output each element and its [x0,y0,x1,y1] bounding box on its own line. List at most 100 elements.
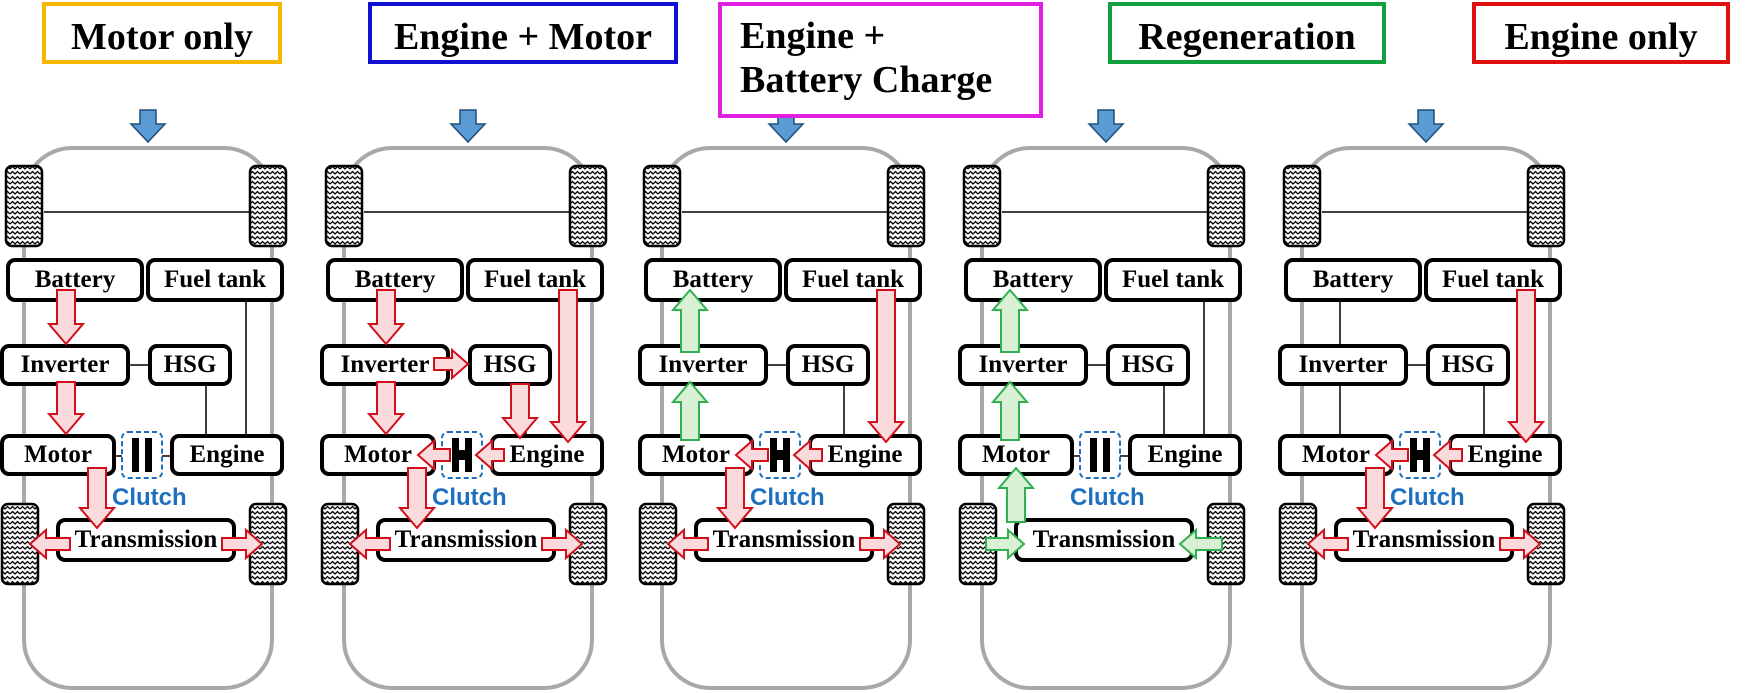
panel-engine-battery-charge [638,109,926,690]
tire-tread-icon-front-left [1282,164,1322,248]
inverter-label: Inverter [340,351,430,378]
battery-label: Battery [354,266,436,293]
motor-label: Motor [23,441,93,468]
flow-arrow-motor-to-inverter [990,380,1030,441]
flow-arrow-engine-to-clutch [792,438,823,472]
tire-tread-icon-front-left [642,164,682,248]
down-arrow-icon [449,109,487,144]
motor-label: Motor [343,441,413,468]
clutch-plates-icon [1074,431,1128,479]
engine-box: Engine [1128,434,1242,476]
inverter-label: Inverter [20,351,110,378]
battery-box: Battery [644,258,782,302]
motor-label: Motor [981,441,1051,468]
flow-arrow-left-wheel-to-transmission [985,527,1026,561]
hsg-box: HSG [786,344,870,386]
hsg-label: HSG [801,351,855,378]
flow-arrow-inverter-to-motor [46,381,86,436]
inverter-label: Inverter [1298,351,1388,378]
inverter-box: Inverter [320,344,450,386]
flow-arrow-fuel-to-engine [1506,289,1546,444]
inverter-box: Inverter [638,344,768,386]
fuel-tank-box: Fuel tank [1424,258,1562,302]
fuel-tank-label: Fuel tank [1441,266,1545,293]
mode-title-regeneration: Regeneration [1108,2,1386,64]
flow-arrow-transmission-to-right-wheel [1499,527,1542,561]
battery-label: Battery [34,266,116,293]
motor-label: Motor [1301,441,1371,468]
panel-motor-only [0,109,288,690]
clutch-label: Clutch [432,484,507,511]
battery-box: Battery [6,258,144,302]
down-arrow-icon [1407,109,1445,144]
mode-title-engine-only: Engine only [1472,2,1730,64]
fuel-tank-label: Fuel tank [163,266,267,293]
battery-label: Battery [672,266,754,293]
battery-label: Battery [992,266,1074,293]
fuel-tank-box: Fuel tank [784,258,922,302]
hsg-label: HSG [1121,351,1175,378]
engine-label: Engine [1467,441,1543,468]
fuel-tank-label: Fuel tank [1121,266,1225,293]
flow-arrow-motor-to-transmission [397,467,437,530]
fuel-tank-box: Fuel tank [466,258,604,302]
battery-box: Battery [1284,258,1422,302]
fuel-tank-label: Fuel tank [801,266,905,293]
flow-arrow-battery-to-inverter [46,289,86,346]
battery-label: Battery [1312,266,1394,293]
clutch-label: Clutch [750,484,825,511]
fuel-tank-box: Fuel tank [146,258,284,302]
engine-label: Engine [189,441,265,468]
transmission-box: Transmission [1334,518,1514,562]
flow-arrow-motor-to-transmission [1355,467,1395,530]
engine-label: Engine [509,441,585,468]
flow-arrow-transmission-to-right-wheel [221,527,264,561]
mode-title-motor-only: Motor only [42,2,282,64]
flow-arrow-clutch-to-motor [416,438,451,472]
mode-title-engine-motor: Engine + Motor [368,2,678,64]
transmission-label: Transmission [1032,526,1176,553]
flow-arrow-transmission-to-right-wheel [541,527,584,561]
panel-regeneration [958,109,1246,690]
flow-arrow-fuel-to-engine [866,289,906,444]
flow-arrow-clutch-to-motor [734,438,769,472]
car-body-outline [342,146,594,690]
flow-arrow-transmission-to-motor [996,466,1036,523]
tire-tread-icon-front-right [248,164,288,248]
flow-arrow-hsg-to-engine [500,383,540,440]
inverter-label: Inverter [658,351,748,378]
flow-arrow-transmission-to-left-wheel [28,527,71,561]
flow-arrow-inverter-to-motor [366,381,406,436]
flow-arrow-motor-to-transmission [715,467,755,530]
flow-arrow-right-wheel-to-transmission [1178,527,1223,561]
flow-arrow-inverter-to-battery [670,288,710,353]
motor-label: Motor [661,441,731,468]
down-arrow-icon [1087,109,1125,144]
tire-tread-icon-front-right [1206,164,1246,248]
clutch-label: Clutch [112,484,187,511]
engine-box: Engine [1448,434,1562,476]
tire-tread-icon-front-left [324,164,364,248]
clutch-label: Clutch [1070,484,1145,511]
engine-box: Engine [170,434,284,476]
transmission-label: Transmission [1352,526,1496,553]
clutch-plates-icon [116,431,170,479]
transmission-box: Transmission [694,518,874,562]
flow-arrow-motor-to-transmission [77,467,117,530]
inverter-box: Inverter [958,344,1088,386]
hsg-box: HSG [148,344,232,386]
car-body-outline [22,146,274,690]
motor-box: Motor [0,434,116,476]
fuel-tank-box: Fuel tank [1104,258,1242,302]
tire-tread-icon-front-right [886,164,926,248]
transmission-label: Transmission [394,526,538,553]
inverter-box: Inverter [1278,344,1408,386]
engine-box: Engine [808,434,922,476]
hsg-label: HSG [483,351,537,378]
tire-tread-icon-front-left [4,164,44,248]
transmission-box: Transmission [1014,518,1194,562]
car-body-outline [660,146,912,690]
